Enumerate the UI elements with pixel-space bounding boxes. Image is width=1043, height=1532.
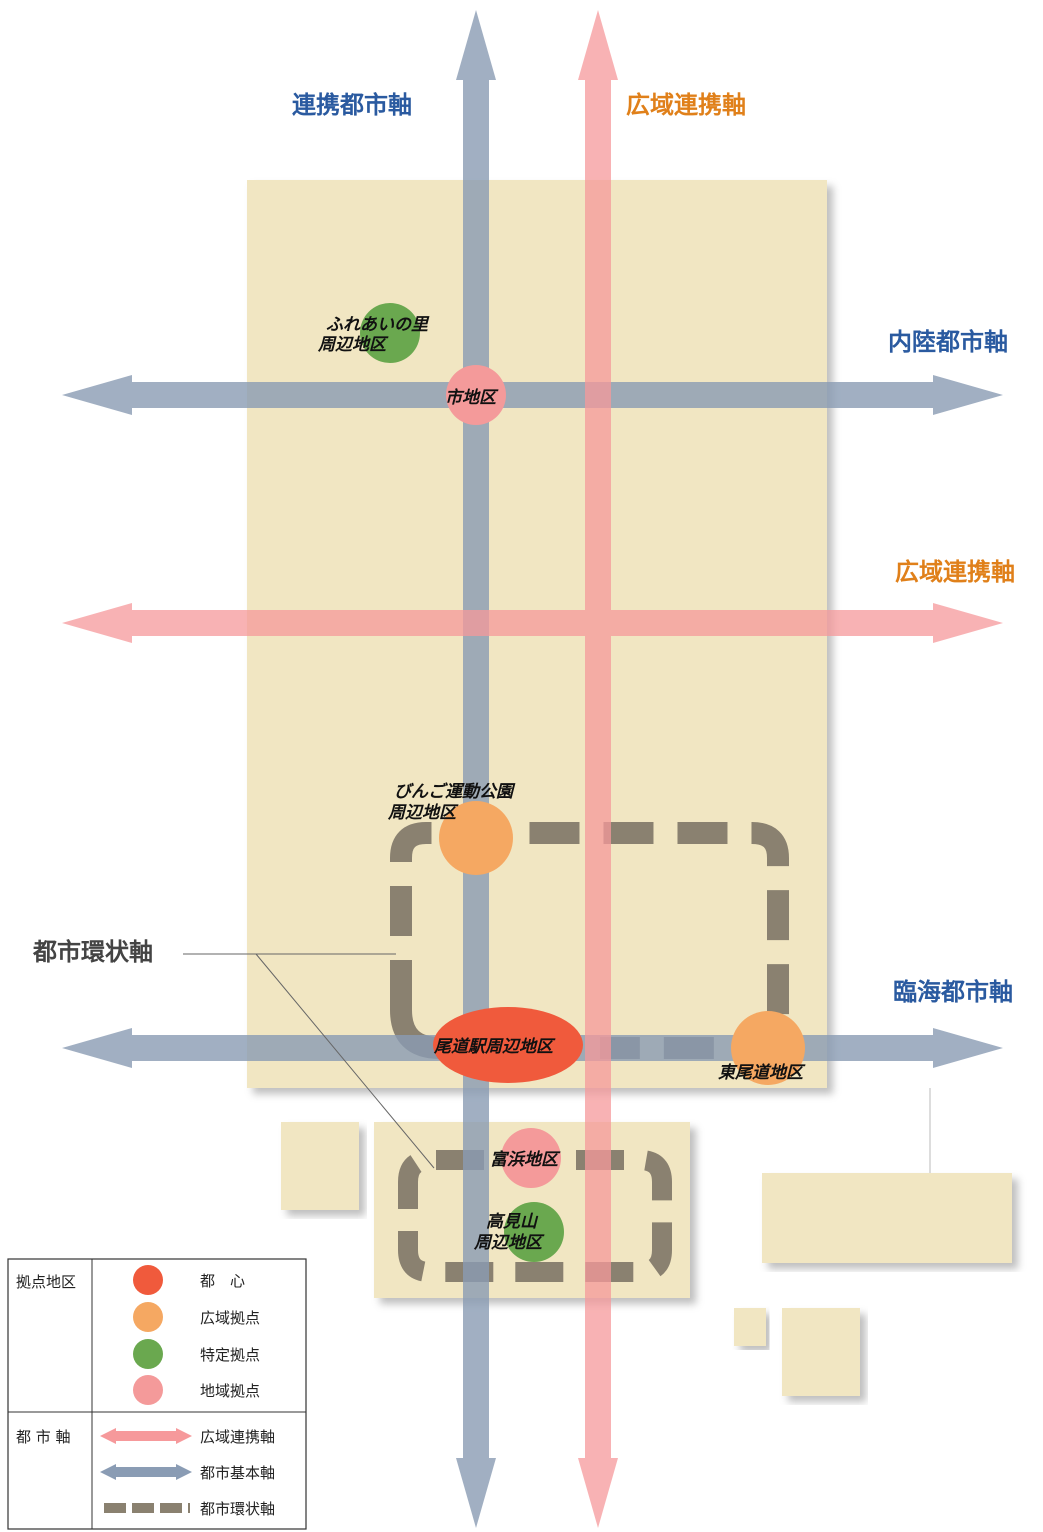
legend-section1-title: 拠点地区 xyxy=(16,1273,76,1291)
label-takamiyama-line1: 高見山 xyxy=(486,1212,539,1232)
nodes xyxy=(360,303,805,1262)
label-toshi-kanjo-jiku: 都市環状軸 xyxy=(32,938,153,966)
callout-lines xyxy=(183,953,435,1169)
callout-line-diagonal xyxy=(255,953,435,1169)
land-islet-small xyxy=(734,1308,766,1346)
nairiku-axis-arrow-right xyxy=(933,375,1003,415)
koiki-axis-arrow-right xyxy=(933,603,1003,643)
nairiku-axis-arrow-left xyxy=(62,375,132,415)
label-bingo-line2: 周辺地区 xyxy=(387,803,459,823)
label-higashi-onomichi: 東尾道地区 xyxy=(718,1063,806,1083)
ring-axis-south xyxy=(398,1150,672,1282)
land-islet-large xyxy=(782,1308,860,1396)
label-koiki-renkei-right: 広域連携軸 xyxy=(895,558,1015,586)
node-higashi-onomichi xyxy=(731,1011,805,1085)
rinkai-axis-arrow-left xyxy=(62,1028,132,1068)
label-takamiyama-line2: 周辺地区 xyxy=(473,1233,545,1253)
legend-chiiki-kyoten: 地域拠点 xyxy=(200,1382,260,1400)
renkei-axis-arrow-down xyxy=(456,1458,496,1528)
legend-swatch-koiki-kyoten xyxy=(133,1302,163,1332)
land-areas xyxy=(247,180,1012,1396)
label-onomichi-station: 尾道駅周辺地区 xyxy=(433,1037,556,1057)
koiki-axis-arrow-up xyxy=(578,10,618,80)
label-tomihama: 富浜地区 xyxy=(490,1150,561,1170)
legend-koiki-renkei-jiku: 広域連携軸 xyxy=(200,1428,275,1446)
legend-toshi-kihon-jiku: 都市基本軸 xyxy=(200,1464,275,1482)
node-takamiyama xyxy=(504,1202,564,1262)
regional-axes xyxy=(62,10,1003,1528)
label-fureai-line2: 周辺地区 xyxy=(317,335,389,355)
legend-section2-title: 都 市 軸 xyxy=(16,1428,71,1446)
label-fureai-line1: ふれあいの里 xyxy=(326,315,430,335)
ring-axis-north xyxy=(390,822,789,1059)
label-rinkai-toshi-jiku: 臨海都市軸 xyxy=(893,978,1013,1006)
koiki-axis-arrow-down xyxy=(578,1458,618,1528)
legend-swatch-kihon-axis xyxy=(100,1464,192,1480)
renkei-axis-arrow-up xyxy=(456,10,496,80)
node-onomichi-station xyxy=(433,1007,583,1083)
legend-toshin: 都 心 xyxy=(200,1272,245,1290)
label-bingo-line1: びんご運動公園 xyxy=(394,782,516,802)
label-ichi: 市地区 xyxy=(445,388,499,408)
legend-swatch-chiiki-kyoten xyxy=(133,1375,163,1405)
land-east xyxy=(762,1173,1012,1263)
legend: 拠点地区 都 心 広域拠点 特定拠点 地域拠点 都 市 軸 広域連携軸 都市基本… xyxy=(7,1258,307,1530)
koiki-axis-arrow-left xyxy=(62,603,132,643)
legend-swatch-koiki-axis xyxy=(100,1428,192,1444)
legend-toshi-kanjo-jiku: 都市環状軸 xyxy=(200,1500,275,1518)
legend-swatch-toshin xyxy=(133,1265,163,1295)
label-nairiku-toshi-jiku: 内陸都市軸 xyxy=(888,328,1008,356)
legend-koiki-kyoten: 広域拠点 xyxy=(200,1309,260,1327)
node-fureai xyxy=(360,303,420,363)
label-renkei-toshi-jiku: 連携都市軸 xyxy=(292,91,412,119)
label-koiki-renkei-top: 広域連携軸 xyxy=(626,91,746,119)
rinkai-axis-arrow-right xyxy=(933,1028,1003,1068)
legend-tokutei-kyoten: 特定拠点 xyxy=(200,1346,260,1364)
node-tomihama xyxy=(501,1128,561,1188)
node-bingo xyxy=(439,801,513,875)
node-ichi xyxy=(446,365,506,425)
land-island-left xyxy=(281,1122,359,1210)
legend-swatch-tokutei-kyoten xyxy=(133,1339,163,1369)
